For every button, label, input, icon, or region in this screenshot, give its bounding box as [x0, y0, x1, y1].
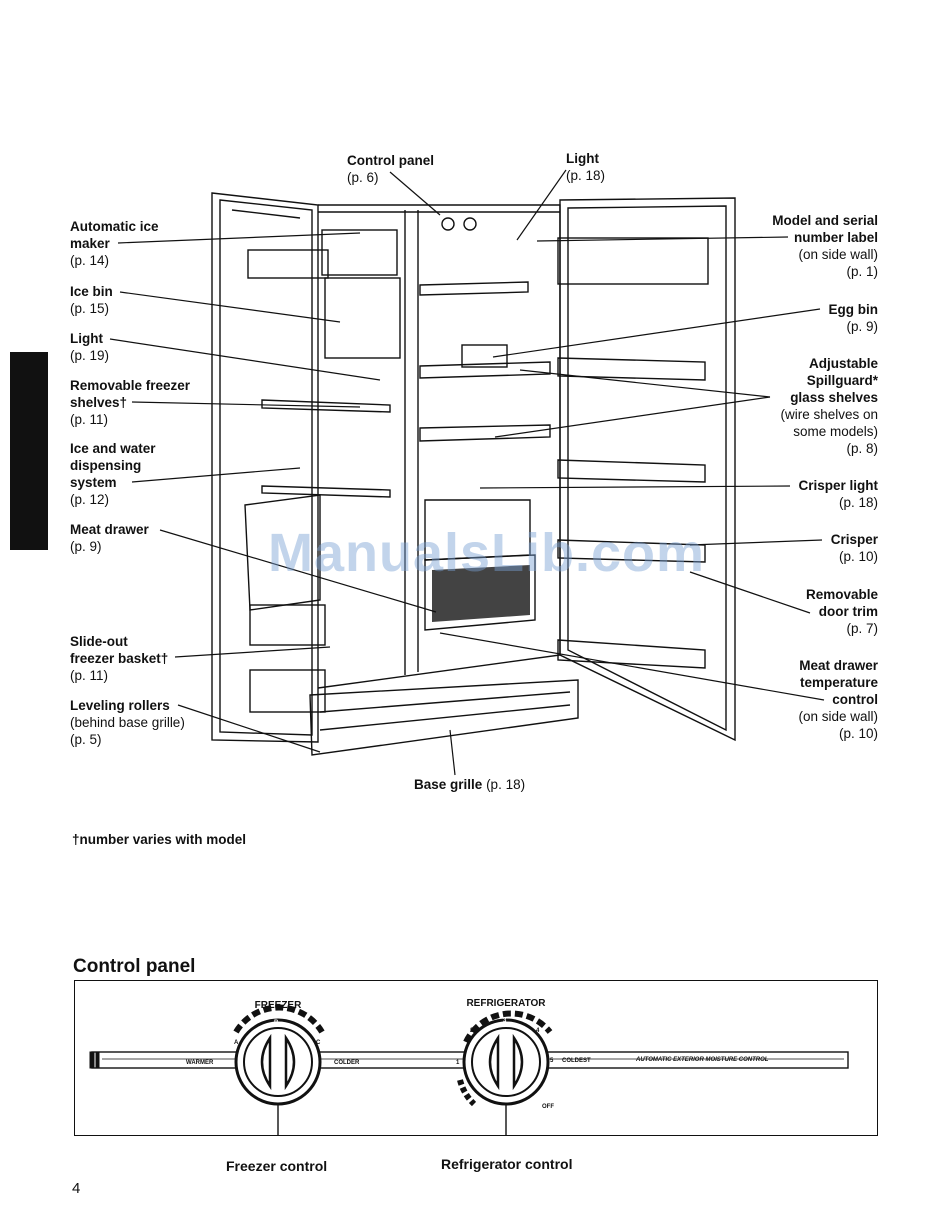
warmer-text: WARMER: [186, 1060, 214, 1066]
label-dispensing-system: Ice and water dispensing system (p. 12): [70, 441, 156, 507]
freezer-dial: [234, 1018, 322, 1106]
refrigerator-diagram: [109, 169, 825, 776]
ice-bin: [324, 277, 401, 359]
label-crisper-light: Crisper light (p. 18): [798, 478, 878, 510]
label-meat-temp-control: Meat drawer temperature control (on side…: [798, 658, 878, 741]
fridge-mark-3: 3: [503, 1018, 507, 1024]
meat-drawer-box: [424, 554, 536, 631]
label-light-left: Light (p. 19): [70, 331, 110, 363]
label-light-top: Light (p. 18): [566, 151, 606, 183]
label-base-grille: Base grille (p. 18): [414, 777, 526, 792]
refrigerator-control-caption: Refrigerator control: [441, 1156, 573, 1172]
ice-maker: [321, 229, 398, 276]
freezer-heading: FREEZER: [255, 1000, 302, 1011]
label-model-serial: Model and serial number label (on side w…: [772, 213, 878, 279]
colder-text: COLDER: [334, 1060, 360, 1066]
control-panel-illustration: FREEZER REFRIGERATOR WARMER COLDER COLDE…: [89, 998, 849, 1136]
moisture-text: AUTOMATIC EXTERIOR MOISTURE CONTROL: [635, 1057, 769, 1063]
label-ice-bin: Ice bin (p. 15): [70, 284, 113, 316]
fridge-mark-5: 5: [550, 1058, 554, 1064]
page-number: 4: [72, 1180, 81, 1197]
section-tab-marker: [10, 352, 48, 550]
freezer-control-caption: Freezer control: [226, 1158, 328, 1174]
freezer-mark-b: B: [274, 1020, 279, 1026]
freezer-mark-a: A: [234, 1040, 239, 1046]
label-meat-drawer: Meat drawer (p. 9): [70, 522, 149, 554]
fridge-mark-1: 1: [456, 1060, 460, 1066]
fridge-mark-4: 4: [536, 1028, 540, 1034]
label-freezer-shelves: Removable freezer shelves† (p. 11): [70, 378, 191, 427]
control-panel-box: [74, 980, 878, 1136]
label-door-trim: Removable door trim (p. 7): [805, 587, 878, 636]
egg-bin: [461, 344, 508, 368]
label-ice-maker: Automatic ice maker (p. 14): [70, 219, 159, 268]
refrigerator-heading: REFRIGERATOR: [466, 998, 546, 1009]
freezer-door: [211, 192, 319, 743]
off-text: OFF: [542, 1104, 554, 1110]
control-panel-heading: Control panel: [73, 956, 196, 977]
label-leveling-rollers: Leveling rollers (behind base grille) (p…: [70, 698, 185, 747]
fridge-door: [559, 197, 736, 742]
label-freezer-basket: Slide-out freezer basket† (p. 11): [70, 634, 169, 683]
label-control-panel: Control panel (p. 6): [347, 153, 434, 185]
label-crisper: Crisper (p. 10): [830, 532, 878, 564]
label-glass-shelves: Adjustable Spillguard* glass shelves (wi…: [780, 356, 878, 456]
label-egg-bin: Egg bin (p. 9): [828, 302, 879, 334]
base-grille-shape: [309, 679, 579, 756]
fridge-shelf: [419, 281, 529, 296]
coldest-text: COLDEST: [562, 1058, 591, 1064]
watermark: ManualsLib.com: [268, 523, 706, 583]
fridge-mark-2: 2: [470, 1028, 474, 1034]
footnote: †number varies with model: [72, 832, 247, 847]
freezer-mark-c: C: [316, 1040, 321, 1046]
